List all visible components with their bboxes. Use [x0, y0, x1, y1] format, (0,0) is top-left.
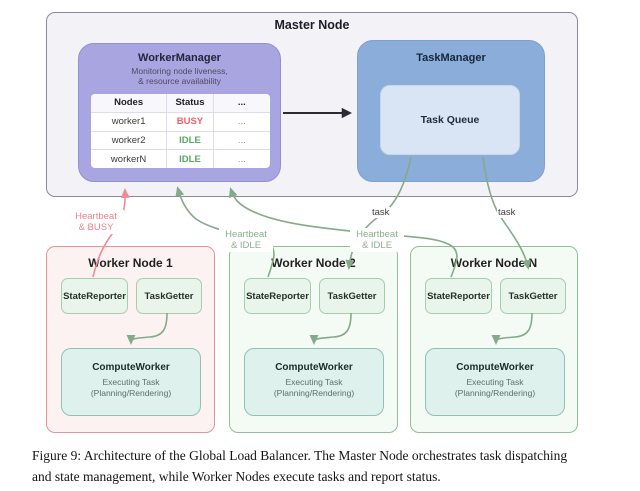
heartbeat-idle-label-2: Heartbeat & IDLE [350, 228, 404, 252]
table-row: worker2 IDLE ... [91, 131, 270, 151]
table-row: worker1 BUSY ... [91, 112, 270, 132]
task-label-1: task [371, 207, 391, 218]
compute-worker-title: ComputeWorker [92, 362, 170, 373]
table-header-nodes: Nodes [91, 94, 168, 112]
compute-worker-title: ComputeWorker [456, 362, 534, 373]
worker-node-1: Worker Node 1 StateReporter TaskGetter C… [46, 246, 215, 433]
worker-node-n-compute-worker: ComputeWorker Executing Task (Planning/R… [425, 348, 565, 416]
compute-worker-title: ComputeWorker [275, 362, 353, 373]
worker-node-2: Worker Node 2 StateReporter TaskGetter C… [229, 246, 398, 433]
worker-node-n-task-getter: TaskGetter [500, 278, 566, 314]
task-manager-title: TaskManager [416, 52, 486, 64]
worker-manager-subtitle: Monitoring node liveness, & resource ava… [131, 66, 228, 86]
table-header-status: Status [167, 94, 214, 112]
table-cell-more: ... [237, 153, 246, 165]
compute-worker-subtitle: Executing Task (Planning/Rendering) [454, 377, 536, 398]
table-row: workerN IDLE ... [91, 150, 270, 168]
worker-node-n-state-reporter: StateReporter [425, 278, 492, 314]
table-cell-node: workerN [91, 150, 168, 168]
worker-node-2-state-reporter: StateReporter [244, 278, 311, 314]
master-node-title: Master Node [274, 18, 350, 32]
heartbeat-idle-label-1: Heartbeat & IDLE [219, 228, 273, 252]
worker-node-1-state-reporter: StateReporter [61, 278, 128, 314]
table-header-row: Nodes Status ... [91, 94, 270, 113]
worker-node-2-task-getter: TaskGetter [319, 278, 385, 314]
figure-caption: Figure 9: Architecture of the Global Loa… [32, 448, 568, 484]
worker-node-n: Worker Node N StateReporter TaskGetter C… [410, 246, 578, 433]
heartbeat-busy-label: Heartbeat & BUSY [68, 210, 124, 234]
task-queue-box: Task Queue [380, 85, 520, 155]
compute-worker-subtitle: Executing Task (Planning/Rendering) [273, 377, 355, 398]
table-cell-status: BUSY [167, 112, 214, 131]
worker-manager-title: WorkerManager [138, 52, 221, 64]
task-label-2: task [497, 207, 517, 218]
worker-node-2-compute-worker: ComputeWorker Executing Task (Planning/R… [244, 348, 384, 416]
table-cell-more: ... [237, 134, 246, 146]
table-header-more: ... [237, 97, 246, 109]
table-cell-status: IDLE [167, 150, 214, 168]
table-cell-status: IDLE [167, 131, 214, 150]
worker-node-n-title: Worker Node N [450, 256, 538, 270]
worker-node-1-title: Worker Node 1 [88, 256, 173, 270]
task-queue-label: Task Queue [420, 114, 480, 126]
compute-worker-subtitle: Executing Task (Planning/Rendering) [90, 377, 172, 398]
table-cell-node: worker1 [91, 112, 168, 131]
worker-node-1-task-getter: TaskGetter [136, 278, 202, 314]
worker-node-2-title: Worker Node 2 [271, 256, 356, 270]
table-cell-more: ... [237, 116, 246, 128]
node-status-table: Nodes Status ... worker1 BUSY ... worker… [91, 94, 270, 168]
table-cell-node: worker2 [91, 131, 168, 150]
worker-node-1-compute-worker: ComputeWorker Executing Task (Planning/R… [61, 348, 201, 416]
